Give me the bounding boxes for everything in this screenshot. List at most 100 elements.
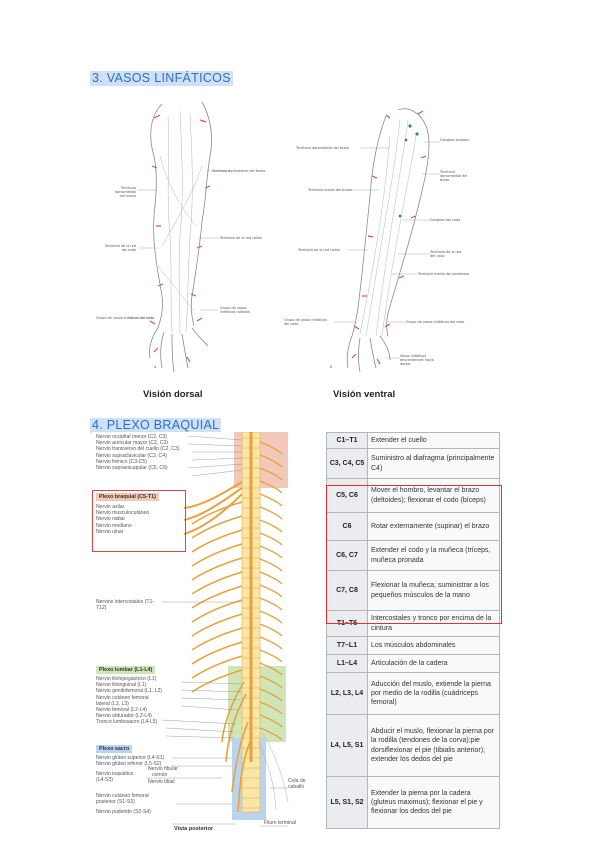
lumbar-nerve-2: Nervio genitofemoral (L1, L2) — [96, 688, 162, 695]
spinal-nerve-stub — [259, 506, 283, 520]
cervical-nerve-2: Nervio transverso del cuello (C2, C3) — [96, 446, 180, 453]
spinal-nerve-stub — [259, 571, 283, 585]
spinal-nerve-stub — [259, 636, 283, 650]
function-cell: Intercostales y tronco por encima de la … — [367, 610, 500, 637]
lumbar-nerve-5: Nervio femoral (L2-L4) — [96, 707, 147, 714]
spinal-nerve-stub — [259, 493, 283, 507]
lymph-dorsal-figure: Territorio dorsolateral del brazo Territ… — [96, 96, 280, 376]
lumbar-nerve-6: Nervio obturador (L2-L4) — [96, 713, 152, 720]
post-femoral-label-2: posterior (S1-S3) — [96, 799, 135, 805]
segment-cell: T1–T6 — [326, 610, 368, 637]
sacral-nerve-1: Nervio glúteo inferior (L5-S2) — [96, 761, 162, 768]
function-cell: Articulación de la cadera — [367, 654, 500, 673]
spinal-nerve-stub — [259, 675, 283, 689]
lumbar-nerve-4: lateral (L2, L3) — [96, 700, 129, 707]
lumbar-nerve-0: Nervio iliohipogástrico (L1) — [96, 676, 157, 682]
fibular-label: Nervio fibular — [148, 766, 179, 772]
intercostal-nerve — [191, 557, 243, 581]
lumbar-nerve-7: Tronco lumbosacro (L4-L5) — [96, 719, 158, 726]
intercostal-nerve — [191, 585, 243, 609]
spinal-nerve-stub — [259, 558, 283, 572]
caption-dorsal: Visión dorsal — [143, 389, 203, 400]
tibial-label: Nervio tibial — [148, 779, 175, 785]
brachial-title: Plexo braquial (C5-T1) — [96, 493, 159, 501]
cervical-nerve-list: Nervio occipital menor (C2, C3) Nervio a… — [96, 434, 180, 471]
spinal-cord-drawing — [146, 432, 289, 827]
sacral-nerve-list: Nervio glúteo superior (L4-S1) Nervio gl… — [96, 755, 164, 767]
spinal-nerve-stub — [259, 584, 283, 598]
sciatic-label: Nervio isquiático — [96, 771, 134, 777]
section-heading-lymph: 3. VASOS LINFÁTICOS — [90, 71, 233, 86]
spinal-nerve-stub — [259, 610, 283, 624]
lumbar-nerve-1: Nervio ilioinguinal (L1) — [96, 682, 147, 689]
cervical-nerve-5: Nervio supraescapular (C5, C6) — [96, 465, 168, 472]
function-cell: Abducir el muslo, flexionar la pierna po… — [367, 714, 500, 777]
intercostal-nerve — [191, 655, 243, 679]
label-dorsomedial: Territorio dorsomedial del brazo — [115, 186, 136, 198]
brachial-nerve-list: Nervio axilar Nervio musculocutáneo Nerv… — [96, 504, 149, 535]
panel-letter-b: b — [330, 364, 333, 369]
segment-cell: C1–T1 — [326, 432, 368, 449]
intercostal-nerve — [191, 529, 243, 553]
segment-cell: L1–L4 — [326, 654, 368, 673]
spinal-nerve-stub — [259, 480, 283, 494]
segment-cell: C6, C7 — [326, 540, 368, 571]
label-axillary-nodes: Ganglios axilares — [440, 138, 470, 142]
function-cell: Extender el codo y la muñeca (tríceps, m… — [367, 540, 500, 571]
intercostal-nerve — [191, 515, 243, 539]
fibular-label-2: común — [152, 772, 168, 778]
spinal-nerve-stub — [259, 714, 283, 728]
intercostal-nerve — [191, 543, 243, 567]
spinal-nerve-stub — [259, 623, 283, 637]
segment-cell: L2, L3, L4 — [326, 672, 368, 715]
segment-cell: C3, C4, C5 — [326, 448, 368, 479]
function-cell: Extender el cuello — [367, 432, 500, 449]
label-radial-net: Territorio de la red radial — [220, 236, 262, 240]
cervical-nerve-3: Nervio supraclavicular (C3, C4) — [96, 452, 167, 459]
cervical-nerve-4: Nervio frénico (C3-C5) — [96, 458, 147, 465]
function-cell: Extender la pierna por la cadera (gluteu… — [367, 776, 500, 829]
intercostal-nerve — [191, 669, 243, 693]
spinal-nerve-stub — [259, 662, 283, 676]
intercostal-nerve — [191, 613, 243, 637]
spinal-nerve-stub — [259, 727, 283, 741]
lumbar-nerve-3: Nervio cutáneo femoral — [96, 694, 149, 701]
function-cell: Mover el hombro, levantar el brazo (delt… — [367, 478, 500, 513]
spinal-nerve-stub — [259, 454, 283, 468]
brachial-nerve-0: Nervio axilar — [96, 504, 125, 510]
label-elbow-nodes: Ganglios del codo — [430, 218, 461, 222]
intercostal-nerve — [191, 599, 243, 623]
spinal-nerve-stub — [259, 701, 283, 715]
label-v-radial-net: Territorio de la red radial — [298, 248, 340, 252]
view-label: Vista posterior — [174, 826, 214, 832]
segment-cell: C6 — [326, 512, 368, 541]
cervical-nerve-0: Nervio occipital menor (C2, C3) — [96, 434, 168, 440]
label-v-dorsolateral: Territorio dorsolateral del brazo — [296, 146, 350, 150]
spinal-nerve-stub — [259, 441, 283, 455]
label-radial-vessels: Grupo de vasos linfáticos radiales — [220, 306, 250, 314]
intercostal-nerve — [191, 627, 243, 651]
label-elbow-net: Territorio de la red del codo — [104, 244, 136, 252]
label-v-vessel-group-right: Grupo de vasos linfáticos del codo — [406, 320, 465, 324]
segment-cell: T7–L1 — [326, 636, 368, 655]
segment-cell: C7, C8 — [326, 570, 368, 611]
sacral-nerve-0: Nervio glúteo superior (L4-S1) — [96, 755, 165, 761]
spinal-nerve-stub — [259, 597, 283, 611]
sacral-title: Plexo sacro — [96, 745, 133, 753]
label-medial-forearm: Territorio medio del antebrazo — [418, 272, 470, 276]
lumbar-nerve-list: Nervio iliohipogástrico (L1) Nervio ilio… — [96, 676, 162, 726]
intercostal-nerve — [191, 641, 243, 665]
spinal-nerve-stub — [259, 649, 283, 663]
post-femoral-label: Nervio cutáneo femoral — [96, 793, 149, 799]
segment-cell: C5, C6 — [326, 478, 368, 513]
